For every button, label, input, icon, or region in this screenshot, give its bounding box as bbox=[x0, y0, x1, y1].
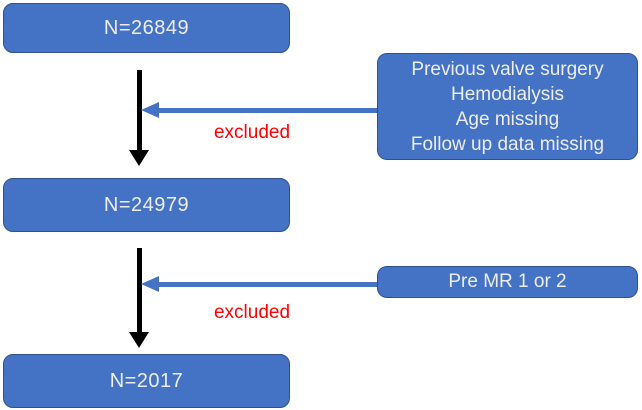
node-final-cohort: N=2017 bbox=[3, 354, 290, 408]
down-arrow-2-head-icon bbox=[129, 332, 149, 348]
exclusion-reason-line: Hemodialysis bbox=[451, 83, 564, 105]
node-intermediate-cohort: N=24979 bbox=[3, 178, 290, 232]
exclusion-reason-line: Previous valve surgery bbox=[411, 58, 604, 80]
exclusion-reason-line: Age missing bbox=[455, 108, 560, 130]
exclusion-reasons-box-1: Previous valve surgery Hemodialysis Age … bbox=[377, 53, 638, 160]
exclusion-reason-line: Follow up data missing bbox=[410, 133, 605, 155]
exclusion-reason-line: Pre MR 1 or 2 bbox=[448, 271, 567, 292]
exclusion-arrow-1-head-icon bbox=[141, 102, 159, 118]
down-arrow-1-shaft bbox=[137, 70, 142, 150]
excluded-label-2: excluded bbox=[213, 302, 291, 323]
down-arrow-1-head-icon bbox=[129, 150, 149, 166]
node-initial-cohort-label: N=26849 bbox=[103, 16, 190, 39]
down-arrow-2-shaft bbox=[137, 248, 142, 332]
exclusion-arrow-2-shaft bbox=[158, 282, 377, 287]
exclusion-arrow-2-head-icon bbox=[141, 276, 159, 292]
node-intermediate-cohort-label: N=24979 bbox=[103, 193, 190, 216]
exclusion-reasons-box-2: Pre MR 1 or 2 bbox=[377, 266, 638, 298]
excluded-label-1: excluded bbox=[213, 122, 291, 143]
node-final-cohort-label: N=2017 bbox=[109, 369, 184, 392]
node-initial-cohort: N=26849 bbox=[3, 3, 290, 53]
exclusion-arrow-1-shaft bbox=[158, 108, 377, 113]
